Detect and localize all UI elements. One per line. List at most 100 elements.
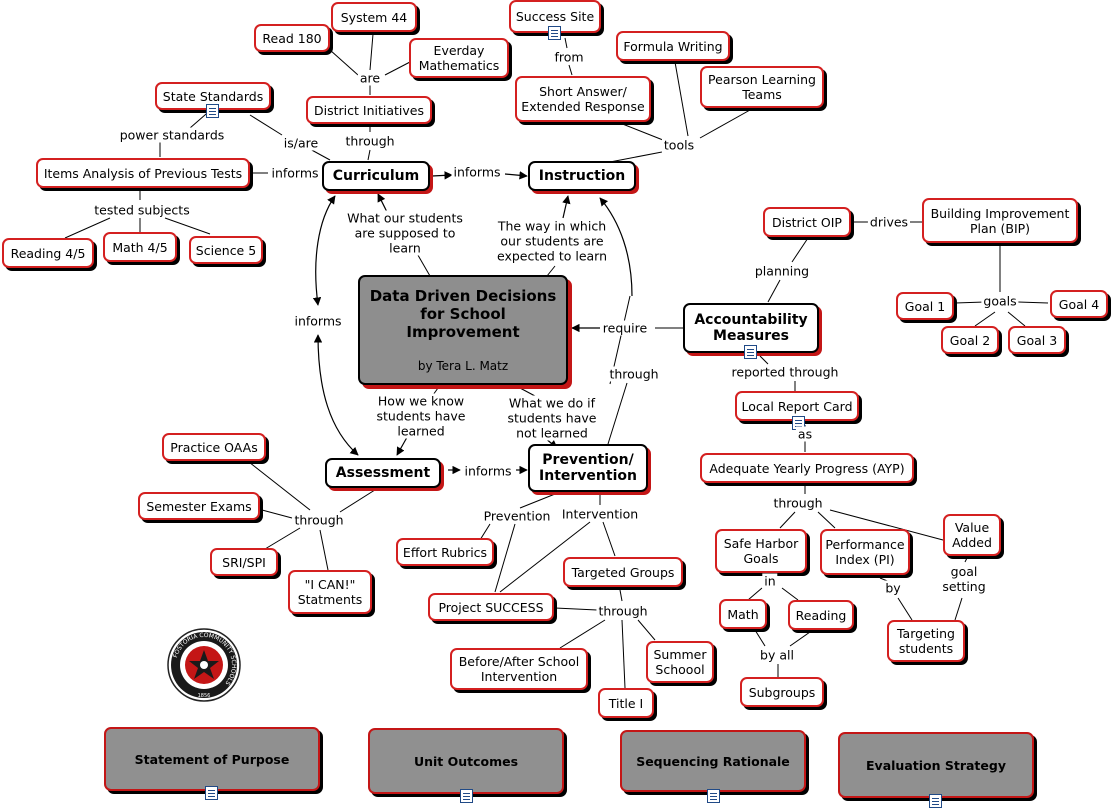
node-label: Targeted Groups xyxy=(571,564,675,580)
goal-3-node[interactable]: Goal 3 xyxy=(1008,326,1066,354)
prevention-intervention-node[interactable]: Prevention/ Intervention xyxy=(528,444,648,492)
node-label: District OIP xyxy=(772,214,842,230)
link-label-the-way: The way in which our students are expect… xyxy=(494,218,610,264)
document-icon[interactable] xyxy=(205,786,218,800)
document-icon[interactable] xyxy=(744,345,757,359)
link-label-intervention: Intervention xyxy=(559,506,641,522)
math-4-5-node[interactable]: Math 4/5 xyxy=(103,232,177,262)
short-answer-node[interactable]: Short Answer/ Extended Response xyxy=(515,76,651,122)
link-label-informs: informs xyxy=(451,164,503,180)
goal-1-node[interactable]: Goal 1 xyxy=(896,292,954,320)
effort-rubrics-node[interactable]: Effort Rubrics xyxy=(396,538,494,566)
central-title: Data Driven Decisions for School Improve… xyxy=(369,286,557,341)
performance-index-node[interactable]: Performance Index (PI) xyxy=(820,529,910,575)
unit-outcomes-box[interactable]: Unit Outcomes xyxy=(368,728,564,794)
semester-exams-node[interactable]: Semester Exams xyxy=(138,492,260,520)
goal-4-node[interactable]: Goal 4 xyxy=(1050,290,1108,318)
link-label-tested-subjects: tested subjects xyxy=(92,202,192,218)
reading-4-5-node[interactable]: Reading 4/5 xyxy=(2,238,94,268)
document-icon[interactable] xyxy=(548,26,561,40)
node-label: "I CAN!" Statments xyxy=(297,577,363,607)
before-after-school-node[interactable]: Before/After School Intervention xyxy=(450,648,588,690)
node-label: Everday Mathematics xyxy=(418,43,500,73)
link-label-is-are: is/are xyxy=(281,135,321,151)
targeted-groups-node[interactable]: Targeted Groups xyxy=(563,557,683,587)
instruction-node[interactable]: Instruction xyxy=(528,161,636,191)
link-label-planning: planning xyxy=(752,263,812,279)
node-label: Goal 1 xyxy=(904,298,946,314)
everyday-mathematics-node[interactable]: Everday Mathematics xyxy=(409,38,509,78)
curriculum-node[interactable]: Curriculum xyxy=(322,161,430,191)
statement-of-purpose-box[interactable]: Statement of Purpose xyxy=(104,727,320,791)
subgroups-node[interactable]: Subgroups xyxy=(740,677,824,707)
node-label: Unit Outcomes xyxy=(413,753,519,769)
node-label: Items Analysis of Previous Tests xyxy=(43,165,243,181)
node-label: Evaluation Strategy xyxy=(866,757,1006,773)
document-icon[interactable] xyxy=(929,794,942,808)
document-icon[interactable] xyxy=(460,789,473,803)
link-label-from: from xyxy=(552,49,586,65)
targeting-students-node[interactable]: Targeting students xyxy=(887,620,965,662)
node-label: State Standards xyxy=(162,88,264,104)
read-180-node[interactable]: Read 180 xyxy=(254,24,330,52)
node-label: Building Improvement Plan (BIP) xyxy=(930,205,1070,236)
summer-school-node[interactable]: Summer Schoool xyxy=(646,641,714,683)
sequencing-rationale-box[interactable]: Sequencing Rationale xyxy=(620,730,806,792)
node-label: Semester Exams xyxy=(146,498,252,514)
link-label-how-we-know: How we know students have learned xyxy=(349,393,493,439)
fostoria-schools-seal-logo: FOSTORIA COMMUNITY SCHOOLS 1856 xyxy=(167,628,241,702)
node-label: Read 180 xyxy=(262,30,322,46)
node-label: District Initiatives xyxy=(314,102,424,118)
goal-2-node[interactable]: Goal 2 xyxy=(941,326,999,354)
accountability-measures-node[interactable]: Accountability Measures xyxy=(683,303,819,353)
document-icon[interactable] xyxy=(206,104,219,118)
evaluation-strategy-box[interactable]: Evaluation Strategy xyxy=(838,732,1034,798)
district-oip-node[interactable]: District OIP xyxy=(763,207,851,237)
value-added-node[interactable]: Value Added xyxy=(943,514,1001,556)
link-label-informs: informs xyxy=(269,165,321,181)
link-label-drives: drives xyxy=(867,214,911,230)
link-label-tools: tools xyxy=(661,137,697,153)
node-label: Goal 3 xyxy=(1016,332,1058,348)
central-topic-node[interactable]: Data Driven Decisions for School Improve… xyxy=(358,275,568,385)
ayp-node[interactable]: Adequate Yearly Progress (AYP) xyxy=(700,453,914,483)
node-label: Math xyxy=(727,606,759,622)
svg-text:1856: 1856 xyxy=(198,693,211,699)
science-5-node[interactable]: Science 5 xyxy=(189,236,263,264)
link-label-through: through xyxy=(596,603,650,619)
formula-writing-node[interactable]: Formula Writing xyxy=(616,31,730,61)
practice-oaas-node[interactable]: Practice OAAs xyxy=(162,433,266,461)
node-label: Local Report Card xyxy=(741,398,853,414)
project-success-node[interactable]: Project SUCCESS xyxy=(428,593,554,621)
node-label: Success Site xyxy=(515,9,595,24)
building-improvement-plan-node[interactable]: Building Improvement Plan (BIP) xyxy=(922,198,1078,243)
link-label-through: through xyxy=(343,133,397,149)
link-label-prevention: Prevention xyxy=(481,508,553,524)
math-node[interactable]: Math xyxy=(719,599,767,629)
district-initiatives-node[interactable]: District Initiatives xyxy=(306,96,432,124)
i-can-statements-node[interactable]: "I CAN!" Statments xyxy=(288,570,372,614)
link-label-goal-setting: goal setting xyxy=(938,564,990,594)
central-author: by Tera L. Matz xyxy=(417,358,509,373)
node-label: Pearson Learning Teams xyxy=(708,72,816,102)
reading-node[interactable]: Reading xyxy=(788,600,854,630)
node-label: Curriculum xyxy=(332,168,420,184)
title-1-node[interactable]: Title I xyxy=(598,688,654,718)
node-label: Accountability Measures xyxy=(694,312,808,344)
node-label: Goal 2 xyxy=(949,332,991,348)
items-analysis-node[interactable]: Items Analysis of Previous Tests xyxy=(36,158,250,188)
node-label: Short Answer/ Extended Response xyxy=(521,84,645,114)
link-label-through: through xyxy=(607,366,661,382)
sri-spi-node[interactable]: SRI/SPI xyxy=(210,548,278,576)
link-label-by-all: by all xyxy=(758,647,796,663)
node-label: Subgroups xyxy=(748,684,816,700)
pearson-learning-teams-node[interactable]: Pearson Learning Teams xyxy=(700,66,824,108)
node-label: Prevention/ Intervention xyxy=(539,452,637,484)
node-label: Value Added xyxy=(952,520,992,550)
safe-harbor-goals-node[interactable]: Safe Harbor Goals xyxy=(715,529,807,573)
node-label: Goal 4 xyxy=(1058,296,1100,312)
node-label: Instruction xyxy=(538,168,626,184)
assessment-node[interactable]: Assessment xyxy=(325,458,441,488)
document-icon[interactable] xyxy=(707,789,720,803)
system-44-node[interactable]: System 44 xyxy=(331,2,417,32)
